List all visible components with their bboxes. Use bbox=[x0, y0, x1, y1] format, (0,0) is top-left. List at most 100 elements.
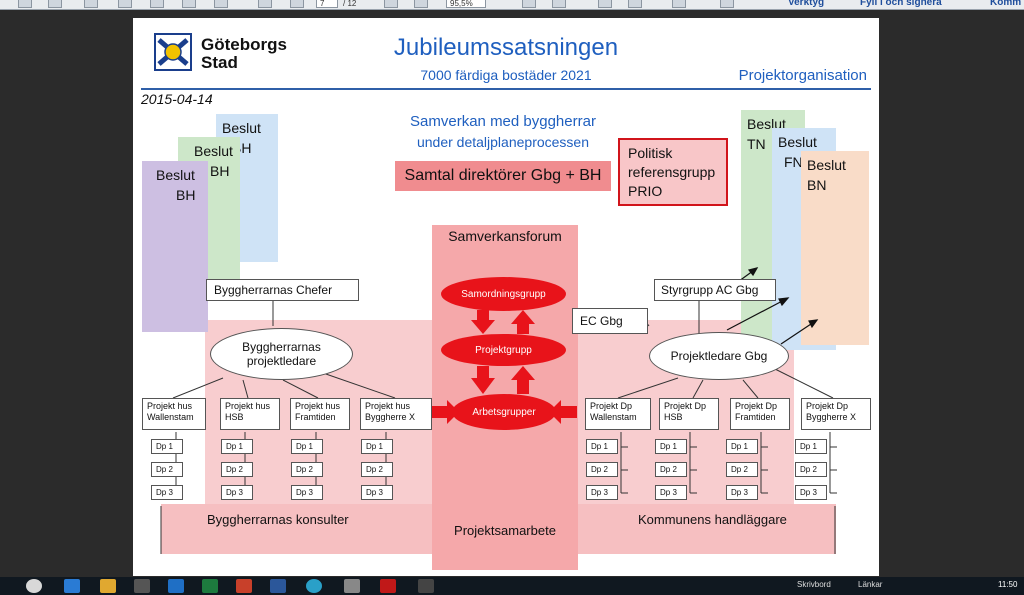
right-project-2: Projekt Dp HSB bbox=[659, 398, 719, 430]
tools-link[interactable]: Verktyg bbox=[788, 0, 825, 8]
page-down-icon[interactable] bbox=[290, 0, 304, 8]
links-label[interactable]: Länkar bbox=[858, 580, 883, 589]
political-line3: PRIO bbox=[628, 183, 663, 199]
chrome-icon[interactable] bbox=[26, 579, 42, 593]
forum-title: Samverkansforum bbox=[448, 228, 562, 244]
highlight-icon[interactable] bbox=[628, 0, 642, 8]
municipal-officers-label: Kommunens handläggare bbox=[638, 512, 787, 527]
consultants-label: Byggherrarnas konsulter bbox=[207, 512, 349, 527]
card-line2: BH bbox=[176, 187, 196, 203]
page-total: / 12 bbox=[343, 0, 357, 8]
project-line2: Byggherre X bbox=[806, 412, 857, 422]
header-divider bbox=[141, 88, 871, 90]
political-group-box: Politisk referensgrupp PRIO bbox=[618, 138, 728, 206]
diagram-arrows bbox=[160, 267, 837, 554]
right-project-3: Projekt Dp Framtiden bbox=[730, 398, 790, 430]
dp-box: Dp 3 bbox=[586, 485, 618, 500]
project-line2: HSB bbox=[664, 412, 683, 422]
collab-line1: Samverkan med byggherrar bbox=[410, 113, 596, 130]
dp-box: Dp 1 bbox=[795, 439, 827, 454]
dp-box: Dp 2 bbox=[291, 462, 323, 477]
dp-box: Dp 2 bbox=[221, 462, 253, 477]
settings-icon[interactable] bbox=[418, 579, 434, 593]
dp-box: Dp 2 bbox=[586, 462, 618, 477]
upload-icon[interactable] bbox=[118, 0, 132, 8]
share-icon[interactable] bbox=[672, 0, 686, 8]
project-line2: Framtiden bbox=[295, 412, 336, 422]
dp-box: Dp 2 bbox=[151, 462, 183, 477]
left-project-1: Projekt hus Wallenstam bbox=[142, 398, 206, 430]
slide-subtitle: 7000 färdiga bostäder 2021 bbox=[420, 67, 592, 83]
right-decision-card-3: Beslut BN bbox=[801, 151, 869, 345]
project-line1: Projekt hus bbox=[365, 401, 411, 411]
project-line2: Byggherre X bbox=[365, 412, 416, 422]
taskbar: Skrivbord Länkar 11:50 bbox=[0, 577, 1024, 595]
zoom-in-icon[interactable] bbox=[414, 0, 428, 8]
fit-width-icon[interactable] bbox=[552, 0, 566, 8]
project-line2: Wallenstam bbox=[590, 412, 637, 422]
card-line1: Beslut bbox=[156, 167, 195, 183]
save-icon[interactable] bbox=[150, 0, 164, 8]
dp-box: Dp 3 bbox=[655, 485, 687, 500]
comment-link[interactable]: Komm bbox=[990, 0, 1022, 8]
top-toolbar: 7 / 12 95,5% Verktyg Fyll i och signera … bbox=[0, 0, 1024, 10]
ie-icon[interactable] bbox=[64, 579, 80, 593]
excel-icon[interactable] bbox=[202, 579, 218, 593]
page-number-input[interactable]: 7 bbox=[316, 0, 338, 8]
fit-page-icon[interactable] bbox=[522, 0, 536, 8]
fill-sign-link[interactable]: Fyll i och signera bbox=[860, 0, 942, 8]
left-project-4: Projekt hus Byggherre X bbox=[360, 398, 432, 430]
dp-box: Dp 3 bbox=[151, 485, 183, 500]
city-name-line2: Stad bbox=[201, 53, 238, 72]
open-icon[interactable] bbox=[18, 0, 32, 8]
edit-icon[interactable] bbox=[84, 0, 98, 8]
dp-box: Dp 1 bbox=[221, 439, 253, 454]
political-line2: referensgrupp bbox=[628, 164, 716, 180]
project-line1: Projekt Dp bbox=[590, 401, 633, 411]
project-line1: Projekt Dp bbox=[664, 401, 707, 411]
right-project-4: Projekt Dp Byggherre X bbox=[801, 398, 871, 430]
dp-box: Dp 3 bbox=[291, 485, 323, 500]
create-icon[interactable] bbox=[48, 0, 62, 8]
dp-box: Dp 2 bbox=[361, 462, 393, 477]
powerpoint-icon[interactable] bbox=[236, 579, 252, 593]
org-label: Projektorganisation bbox=[738, 67, 867, 84]
left-project-3: Projekt hus Framtiden bbox=[290, 398, 350, 430]
acrobat-icon[interactable] bbox=[380, 579, 396, 593]
card-line2: BH bbox=[210, 163, 230, 179]
project-group: Projektgrupp bbox=[441, 334, 566, 366]
desktop-label[interactable]: Skrivbord bbox=[797, 580, 831, 589]
word-icon[interactable] bbox=[270, 579, 286, 593]
print-icon[interactable] bbox=[182, 0, 196, 8]
builders-pm-line1: Byggherrarnas bbox=[242, 340, 321, 354]
bottom-band-right bbox=[578, 504, 836, 554]
project-line1: Projekt hus bbox=[147, 401, 193, 411]
dp-box: Dp 1 bbox=[655, 439, 687, 454]
project-line1: Projekt Dp bbox=[735, 401, 778, 411]
dp-box: Dp 1 bbox=[361, 439, 393, 454]
folder-icon[interactable] bbox=[100, 579, 116, 593]
project-line2: Framtiden bbox=[735, 412, 776, 422]
city-name-line1: Göteborgs bbox=[201, 35, 287, 54]
skype-icon[interactable] bbox=[306, 579, 322, 593]
outlook-icon[interactable] bbox=[168, 579, 184, 593]
zoom-input[interactable]: 95,5% bbox=[446, 0, 486, 8]
card-line2: TN bbox=[747, 136, 766, 152]
app-icon[interactable] bbox=[344, 579, 360, 593]
right-project-1: Projekt Dp Wallenstam bbox=[585, 398, 651, 430]
ec-gbg-box: EC Gbg bbox=[572, 308, 648, 334]
mail-icon[interactable] bbox=[214, 0, 228, 8]
project-line1: Projekt Dp bbox=[806, 401, 849, 411]
zoom-out-icon[interactable] bbox=[384, 0, 398, 8]
store-icon[interactable] bbox=[134, 579, 150, 593]
coordination-group: Samordningsgrupp bbox=[441, 277, 566, 311]
pm-gbg-ellipse: Projektledare Gbg bbox=[649, 332, 789, 380]
dp-box: Dp 3 bbox=[795, 485, 827, 500]
dp-box: Dp 3 bbox=[221, 485, 253, 500]
comment-icon[interactable] bbox=[598, 0, 612, 8]
hand-tool-icon[interactable] bbox=[720, 0, 734, 8]
dp-box: Dp 2 bbox=[795, 462, 827, 477]
project-line1: Projekt hus bbox=[225, 401, 271, 411]
card-line2: BN bbox=[807, 177, 827, 193]
page-up-icon[interactable] bbox=[258, 0, 272, 8]
